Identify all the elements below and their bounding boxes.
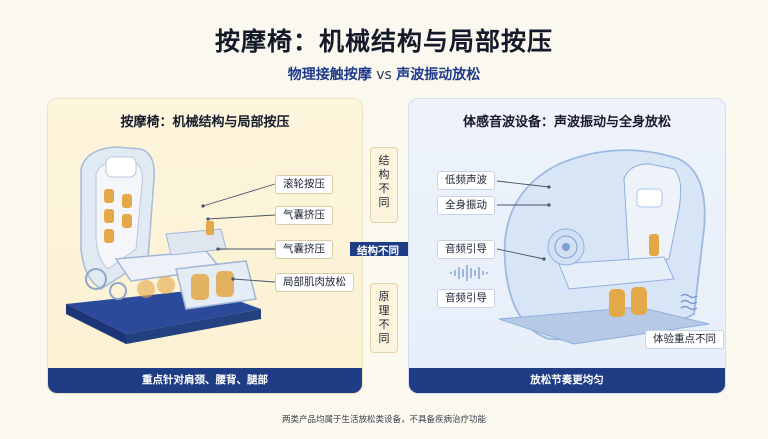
label-local-muscle-relax: 局部肌肉放松 <box>275 273 354 292</box>
massage-chair-panel: 按摩椅：机械结构与局部按压 <box>47 98 363 394</box>
structure-diff-text: 结构不同 <box>378 154 390 209</box>
page-subtitle: 物理接触按摩 vs 声波振动放松 <box>0 64 768 84</box>
disclaimer-footnote: 两类产品均属于生活放松类设备，不具备疾病治疗功能 <box>281 415 486 425</box>
label-experience-focus: 体验重点不同 <box>645 330 724 349</box>
vibration-icon <box>680 293 698 311</box>
label-airbag-squeeze-2: 气囊挤压 <box>275 240 333 259</box>
subtitle-physical: 物理接触按摩 <box>287 67 372 83</box>
right-leader-lines <box>496 180 551 261</box>
massage-chair-panel-footer: 重点针对肩颈、腰背、腿部 <box>48 368 362 393</box>
structure-diff-box: 结构不同 <box>370 147 398 223</box>
label-airbag-squeeze-1: 气囊挤压 <box>275 206 333 225</box>
mid-arrow <box>350 238 425 260</box>
sonic-chair-illustration <box>498 149 710 345</box>
sonic-device-panel: 体感音波设备：声波振动与全身放松 <box>408 98 726 394</box>
principle-diff-box: 原理不同 <box>370 283 398 353</box>
mid-arrow-label: 结构不同 <box>357 245 399 257</box>
label-full-body-vibration: 全身振动 <box>437 196 495 215</box>
massage-chair-panel-title: 按摩椅：机械结构与局部按压 <box>120 115 290 130</box>
label-audio-guide-1: 音频引导 <box>437 240 495 259</box>
page-title: 按摩椅：机械结构与局部按压 <box>214 27 553 56</box>
subtitle-vs: vs <box>371 67 397 83</box>
left-leader-lines <box>201 183 276 283</box>
sonic-device-panel-footer: 放松节奏更均匀 <box>409 368 725 393</box>
sonic-device-panel-title: 体感音波设备：声波振动与全身放松 <box>462 115 671 130</box>
label-roller-press: 滚轮按压 <box>275 175 333 194</box>
subtitle-sonic: 声波振动放松 <box>396 67 481 83</box>
sound-wave-icon <box>450 265 488 281</box>
label-low-freq-sound: 低频声波 <box>437 171 495 190</box>
massage-chair-illustration <box>66 146 261 344</box>
label-audio-guide-2: 音频引导 <box>437 289 495 308</box>
principle-diff-text: 原理不同 <box>378 290 390 345</box>
